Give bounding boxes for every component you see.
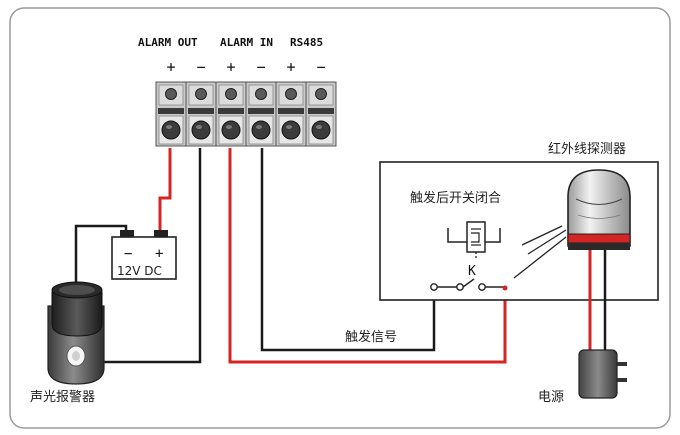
terminal-rs485-minus — [305, 81, 337, 147]
siren-label: 声光报警器 — [30, 389, 95, 405]
alarm-out-label: ALARM OUT — [138, 36, 198, 49]
switch-letter: K — [468, 264, 476, 279]
ir-detector-icon — [567, 169, 631, 250]
polarity-rs485-plus: + — [286, 58, 295, 76]
terminal-rs485-plus — [275, 81, 307, 147]
wire-alarm-out-minus — [102, 148, 202, 364]
terminal-alarm-out-minus — [185, 81, 217, 147]
adapter-label: 电源 — [538, 390, 564, 405]
wire-alarm-out-plus — [158, 148, 172, 236]
wire-alarm-in-minus — [260, 148, 436, 352]
ir-rays-icon — [513, 225, 567, 279]
dc-plus-sign: + — [155, 246, 163, 262]
terminal-alarm-in-plus — [215, 81, 247, 147]
polarity-alarm-in-minus: − — [256, 58, 265, 76]
terminal-alarm-out-plus — [155, 81, 187, 147]
wire-alarm-in-plus — [228, 148, 507, 364]
switch-k-icon — [430, 278, 508, 291]
polarity-row: + − + − + − — [166, 58, 325, 76]
signal-label: 触发信号 — [345, 329, 397, 345]
relay-coil-icon — [447, 221, 501, 260]
polarity-alarm-in-plus: + — [226, 58, 235, 76]
polarity-rs485-minus: − — [316, 58, 325, 76]
terminal-block — [155, 81, 337, 147]
terminal-alarm-in-minus — [245, 81, 277, 147]
power-adapter-icon — [578, 349, 627, 399]
dc-minus-sign: − — [124, 246, 132, 262]
alarm-in-label: ALARM IN — [220, 36, 273, 49]
polarity-alarm-out-minus: − — [196, 58, 205, 76]
power-supply-12v: − + 12V DC — [111, 230, 177, 280]
relay-caption: 触发后开关闭合 — [410, 190, 501, 206]
polarity-alarm-out-plus: + — [166, 58, 175, 76]
siren-icon — [47, 281, 105, 385]
dc-label: 12V DC — [117, 264, 162, 278]
detector-label: 红外线探测器 — [548, 141, 626, 157]
rs485-label: RS485 — [290, 36, 323, 49]
